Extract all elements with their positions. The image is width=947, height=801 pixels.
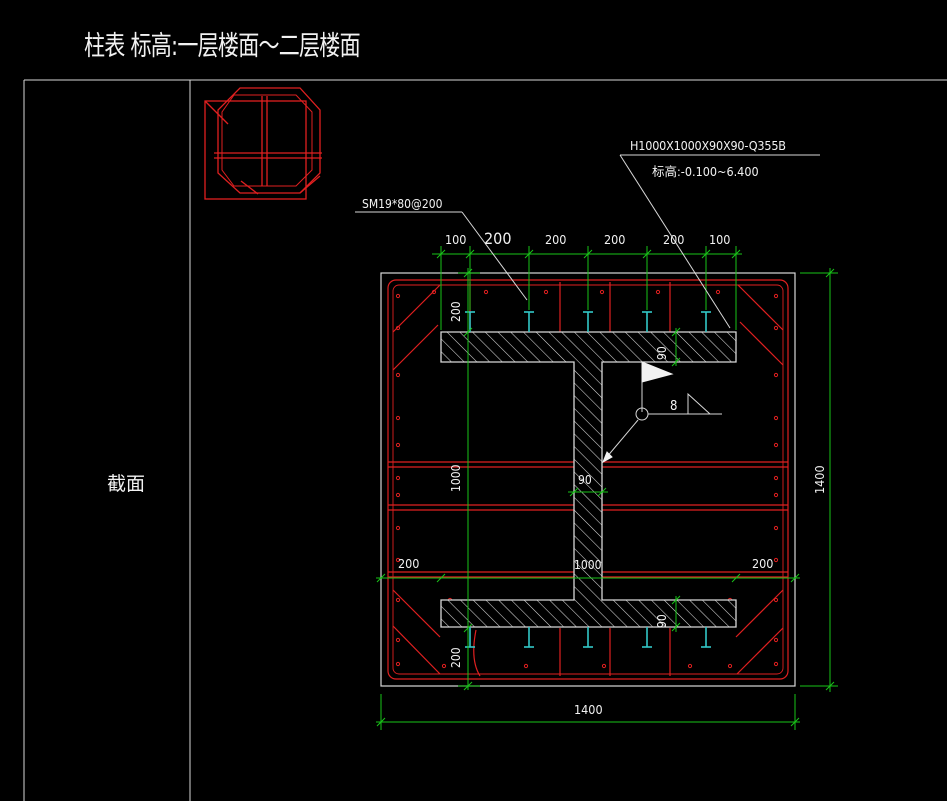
stud-top-2 [524, 311, 534, 332]
dim-top-3: 200 [545, 232, 566, 247]
web-thickness-label: 90 [578, 473, 592, 487]
row-label-section: 截面 [107, 473, 145, 495]
elevation-spec-label: 标高:-0.100~6.400 [652, 164, 759, 179]
total-height-label: 1400 [812, 465, 827, 494]
stud-bottom-4 [642, 627, 652, 648]
stud-bottom-1 [465, 627, 475, 648]
stud-top-1 [465, 311, 475, 332]
total-width-label: 1400 [574, 702, 603, 717]
dim-top-4: 200 [604, 232, 625, 247]
flange-width-label: 1000 [574, 558, 602, 572]
column-table-frame [23, 79, 947, 801]
leader-lines [355, 154, 820, 464]
dim-mid-left: 200 [398, 556, 419, 571]
dim-left-bottom: 200 [449, 647, 463, 668]
rebar-detail-small [204, 87, 322, 200]
dimension-lines [376, 246, 838, 730]
stud-top-5 [701, 311, 711, 332]
dim-top-6: 100 [709, 232, 730, 247]
drawing-title: 柱表 标高:一层楼面～二层楼面 [84, 31, 361, 62]
flange-thickness-top: 90 [655, 346, 669, 360]
dim-mid-right: 200 [752, 556, 773, 571]
dim-top-2: 200 [484, 229, 511, 248]
annotations: H1000X1000X90X90-Q355B 标高:-0.100~6.400 S… [362, 138, 827, 717]
stud-bottom-2 [524, 627, 534, 648]
dim-top-1: 100 [445, 232, 466, 247]
stud-top-3 [583, 311, 593, 332]
stud-bottom-5 [701, 627, 711, 648]
stud-top-4 [642, 311, 652, 332]
stud-bottom-3 [583, 627, 593, 648]
h-steel-section[interactable] [440, 331, 737, 628]
shear-studs [465, 311, 711, 648]
dim-web-height: 1000 [449, 464, 463, 492]
stud-spec-label: SM19*80@200 [362, 197, 443, 211]
section-spec-label: H1000X1000X90X90-Q355B [630, 138, 786, 153]
flange-thickness-bottom: 90 [655, 614, 669, 628]
dim-left-top: 200 [449, 301, 463, 322]
weld-size-label: 8 [670, 399, 677, 414]
dim-top-5: 200 [663, 232, 684, 247]
